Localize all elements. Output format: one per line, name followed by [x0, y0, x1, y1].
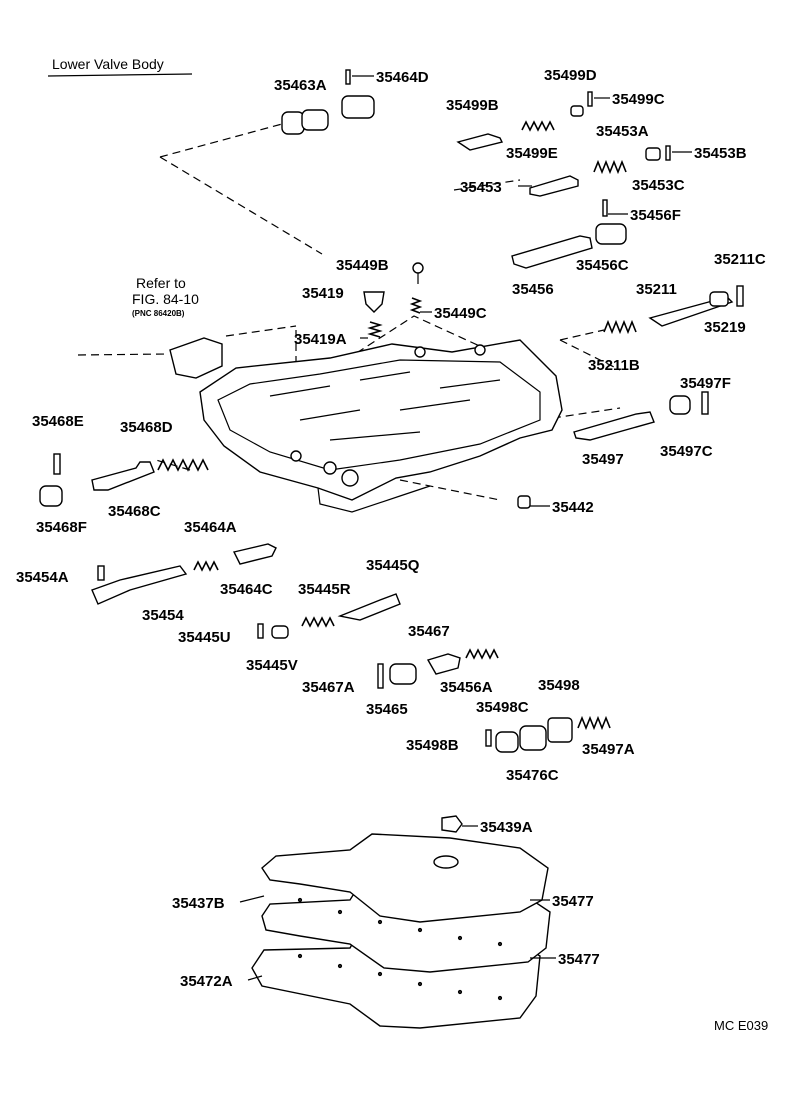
part-label: 35453A	[596, 123, 649, 140]
part-label: 35445U	[178, 629, 231, 646]
part-label: 35437B	[172, 895, 225, 912]
reference-line-2: FIG. 84-10	[132, 291, 199, 307]
part-label: 35476C	[506, 767, 559, 784]
part-label: 35467	[408, 623, 450, 640]
part-label: 35449C	[434, 305, 487, 322]
part-label: 35211C	[714, 251, 766, 268]
title-underline	[47, 73, 193, 77]
part-label: 35497F	[680, 375, 731, 392]
part-labels: 35463A 35464D 35499D 35499B 35499C 35499…	[16, 67, 766, 990]
part-label: 35497	[582, 451, 624, 468]
reference-line-1: Refer to	[136, 275, 186, 291]
part-label: 35465	[366, 701, 408, 718]
part-label: 35499D	[544, 67, 597, 84]
part-label: 35211	[636, 281, 677, 298]
reference-line-3: (PNC 86420B)	[132, 309, 185, 318]
separator-plates	[251, 833, 551, 1029]
part-label: 35472A	[180, 973, 233, 990]
part-label: 35497C	[660, 443, 713, 460]
valve-body-casting	[199, 339, 563, 513]
part-label: 35454A	[16, 569, 69, 586]
diagram-title: Lower Valve Body	[52, 56, 164, 72]
part-label: 35211B	[588, 357, 640, 374]
part-label: 35468D	[120, 419, 173, 436]
part-label: 35454	[142, 607, 184, 624]
part-label: 35449B	[336, 257, 389, 274]
part-label: 35477	[558, 951, 600, 968]
part-label: 35468C	[108, 503, 161, 520]
part-label: 35453B	[694, 145, 747, 162]
part-label: 35219	[704, 319, 746, 336]
part-label: 35419	[302, 285, 344, 302]
part-label: 35419A	[294, 331, 347, 348]
part-label: 35477	[552, 893, 594, 910]
part-label: 35467A	[302, 679, 355, 696]
part-label: 35456C	[576, 257, 629, 274]
part-label: 35445Q	[366, 557, 420, 574]
part-label: 35499E	[506, 145, 558, 162]
part-label: 35498	[538, 677, 580, 694]
footer-code: MC E039	[714, 1018, 768, 1033]
part-label: 35456F	[630, 207, 681, 224]
part-label: 35453	[460, 179, 502, 196]
part-label: 35498B	[406, 737, 459, 754]
part-label: 35453C	[632, 177, 685, 194]
part-label: 35468E	[32, 413, 84, 430]
part-label: 35497A	[582, 741, 635, 758]
part-label: 35464D	[376, 69, 429, 86]
part-label: 35445V	[246, 657, 298, 674]
part-label: 35463A	[274, 77, 327, 94]
part-label: 35439A	[480, 819, 533, 836]
part-label: 35499B	[446, 97, 499, 114]
part-label: 35468F	[36, 519, 87, 536]
valve-components	[39, 69, 744, 833]
part-label: 35464A	[184, 519, 237, 536]
part-label: 35464C	[220, 581, 273, 598]
part-label: 35456A	[440, 679, 493, 696]
part-label: 35456	[512, 281, 554, 298]
part-label: 35499C	[612, 91, 665, 108]
part-label: 35445R	[298, 581, 351, 598]
part-label: 35442	[552, 499, 594, 516]
part-label: 35498C	[476, 699, 529, 716]
